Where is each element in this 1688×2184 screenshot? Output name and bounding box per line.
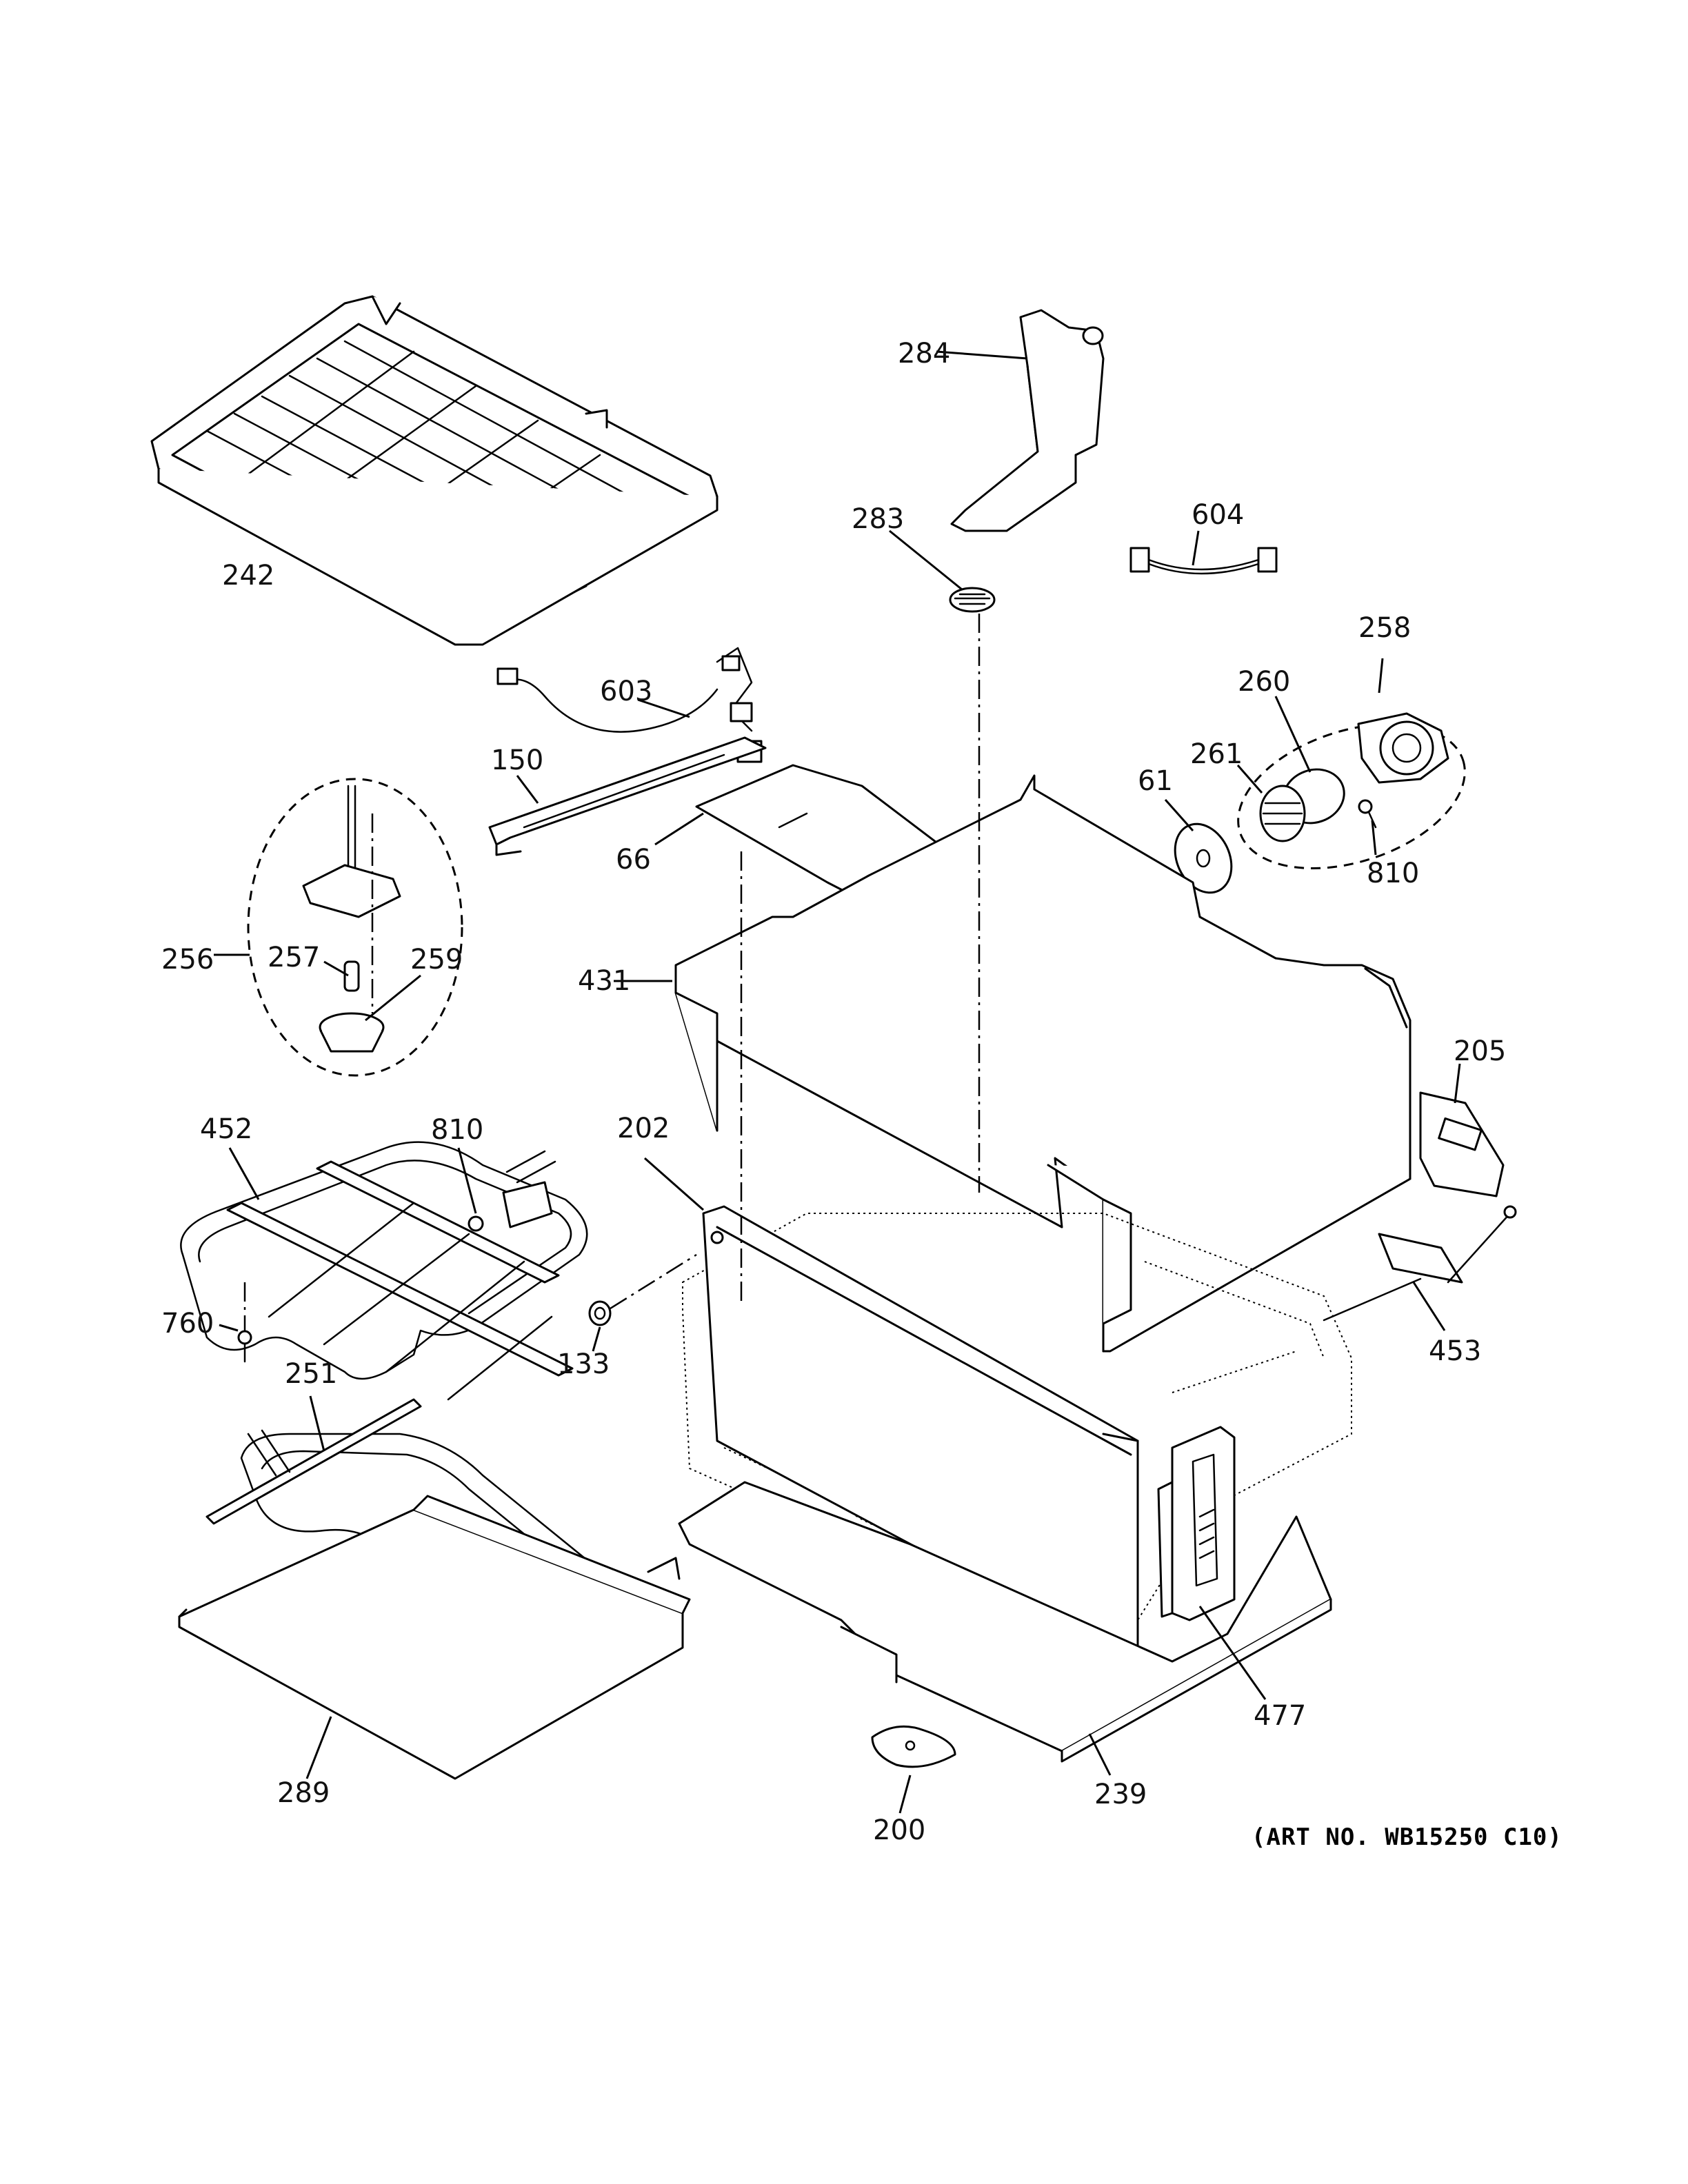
rod-bracket-part bbox=[1323, 1205, 1517, 1322]
callout-810-lower: 810 bbox=[431, 1114, 483, 1146]
screw-760-part bbox=[237, 1330, 252, 1363]
base-pan-part bbox=[678, 1481, 1332, 1763]
callout-603: 603 bbox=[600, 676, 652, 707]
callout-256: 256 bbox=[161, 944, 214, 975]
lamp-base-part bbox=[1259, 785, 1306, 842]
callout-604: 604 bbox=[1192, 499, 1244, 531]
wire-jumper-part bbox=[1129, 547, 1278, 575]
callout-261: 261 bbox=[1190, 738, 1243, 770]
callout-284: 284 bbox=[898, 338, 950, 370]
callout-477: 477 bbox=[1254, 1700, 1306, 1732]
wire-harness-part bbox=[496, 647, 763, 763]
callout-258: 258 bbox=[1358, 612, 1411, 644]
callout-760: 760 bbox=[161, 1308, 214, 1339]
lamp-screw-part bbox=[1358, 799, 1377, 829]
outer-wrapper-part bbox=[674, 774, 1411, 1353]
hinge-receiver-part bbox=[1157, 1426, 1236, 1621]
callout-453: 453 bbox=[1429, 1335, 1481, 1367]
callout-202: 202 bbox=[617, 1113, 670, 1144]
callout-257: 257 bbox=[268, 942, 320, 973]
callout-251: 251 bbox=[285, 1358, 337, 1390]
lamp-socket-part bbox=[1357, 712, 1449, 784]
callout-452: 452 bbox=[200, 1113, 252, 1145]
vent-duct-part bbox=[950, 309, 1105, 532]
callout-242: 242 bbox=[222, 560, 274, 592]
bottom-panel-part bbox=[178, 1495, 691, 1780]
bracket-strip-part bbox=[488, 736, 767, 856]
callout-61: 61 bbox=[1138, 765, 1173, 797]
callout-810-upper: 810 bbox=[1367, 858, 1419, 889]
callout-205: 205 bbox=[1454, 1035, 1506, 1067]
mesh-filter-part bbox=[949, 587, 996, 613]
callout-283: 283 bbox=[852, 503, 904, 535]
broil-element-part bbox=[180, 1141, 588, 1401]
sensor-tip-part bbox=[343, 960, 360, 992]
oven-rack-part bbox=[150, 295, 719, 646]
callout-150: 150 bbox=[491, 745, 543, 776]
callout-431: 431 bbox=[578, 965, 630, 997]
leader-lines bbox=[214, 350, 1461, 1814]
callout-260: 260 bbox=[1238, 666, 1290, 698]
lamp-assembly-outline bbox=[1237, 722, 1466, 870]
callout-66: 66 bbox=[616, 844, 651, 876]
sensor-grommet-part bbox=[319, 1012, 385, 1053]
grommet-133-part bbox=[588, 1300, 612, 1326]
callout-239: 239 bbox=[1094, 1779, 1147, 1810]
sensor-probe-part bbox=[302, 785, 401, 918]
cover-plate-part bbox=[871, 1725, 956, 1768]
callout-289: 289 bbox=[277, 1777, 330, 1809]
sensor-assembly-outline bbox=[247, 778, 463, 1077]
callout-259: 259 bbox=[410, 944, 463, 975]
callout-133: 133 bbox=[557, 1348, 610, 1380]
callout-200: 200 bbox=[873, 1814, 925, 1846]
hinge-plate-part bbox=[1419, 1091, 1505, 1197]
grommet-centerline bbox=[610, 1253, 697, 1310]
art-number-label: (ART NO. WB15250 C10) bbox=[1252, 1823, 1563, 1851]
